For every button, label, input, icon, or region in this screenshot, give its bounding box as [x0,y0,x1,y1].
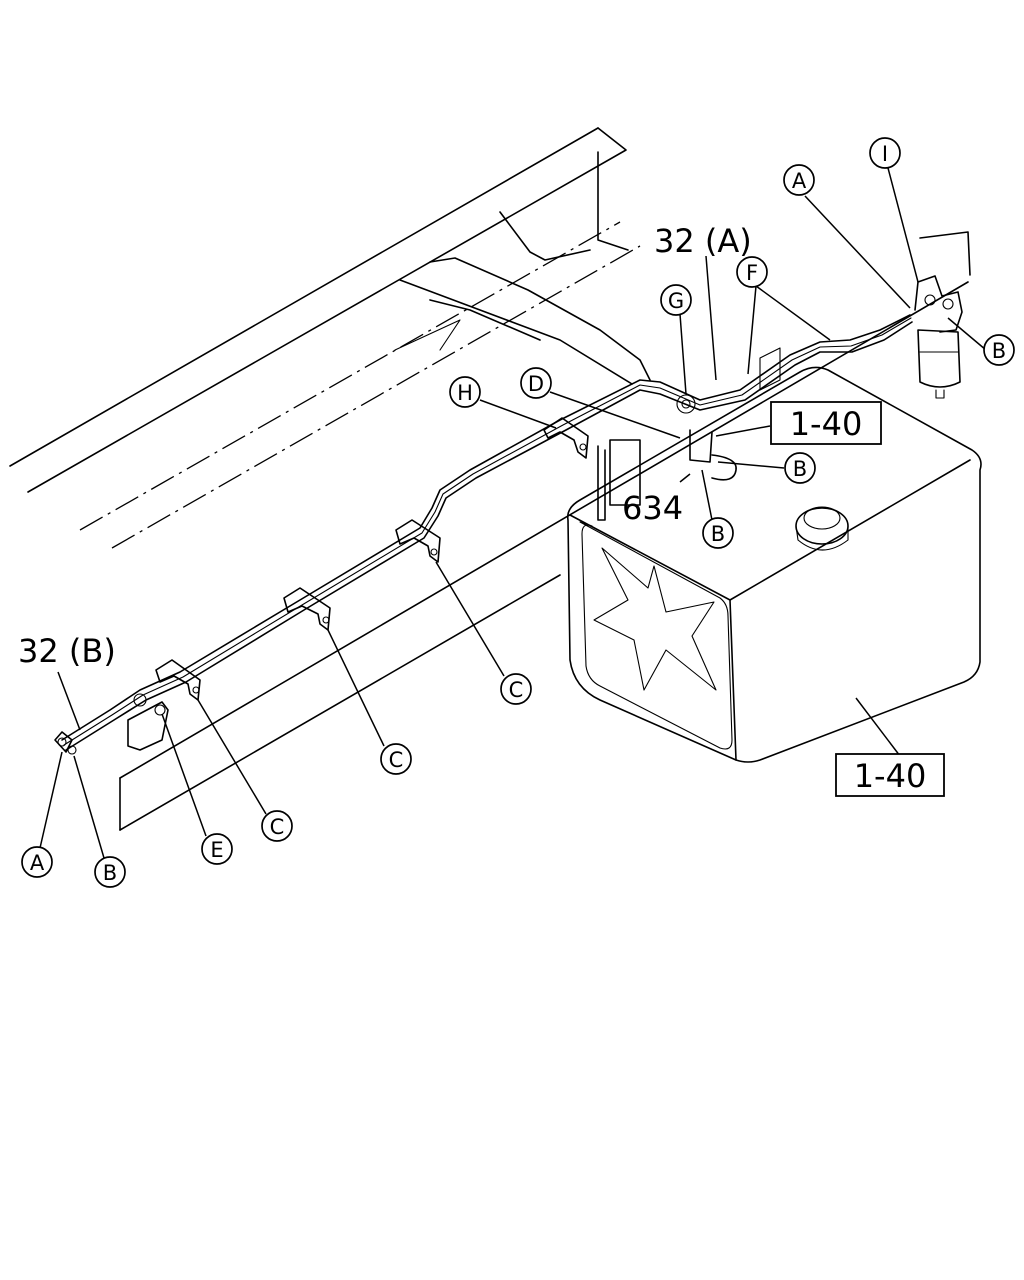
part-number-32b: 32 (B) [18,632,116,670]
part-number-32a: 32 (A) [654,222,752,260]
callout-a-filter: A [783,164,815,196]
leader-lines [39,167,987,859]
svg-text:C: C [270,815,285,839]
callout-b-end: B [94,856,126,888]
callout-e: E [201,833,233,865]
svg-text:I: I [882,142,888,166]
svg-text:C: C [389,748,404,772]
pipe-clips [54,417,589,755]
fuel-tank [566,366,982,763]
fuel-filter [914,275,963,399]
callout-h: H [449,376,481,408]
svg-text:B: B [711,522,725,546]
callout-d: D [520,367,552,399]
callout-c-3: C [261,810,293,842]
svg-text:F: F [746,261,758,285]
svg-text:C: C [509,678,524,702]
svg-text:H: H [457,381,473,405]
svg-text:A: A [792,169,807,193]
callout-c-1: C [500,673,532,705]
callout-b-clamp-lower: B [702,517,734,549]
callout-i-filter: I [869,137,901,169]
svg-text:E: E [210,838,223,862]
svg-text:A: A [30,851,45,875]
callout-b-filter: B [983,334,1015,366]
svg-text:D: D [528,372,544,396]
callout-f: F [736,256,768,288]
reference-box-upper: 1-40 [770,401,882,445]
callout-g: G [660,284,692,316]
svg-text:1-40: 1-40 [854,757,927,795]
svg-text:B: B [793,457,807,481]
svg-text:B: B [103,861,117,885]
callout-a-end: A [21,846,53,878]
svg-text:1-40: 1-40 [790,405,863,443]
reference-box-lower: 1-40 [835,753,945,797]
svg-text:G: G [668,289,684,313]
part-number-634: 634 [622,489,683,527]
callout-b-clamp-right: B [784,452,816,484]
chassis-frame [9,127,971,831]
callout-c-2: C [380,743,412,775]
svg-text:B: B [992,339,1006,363]
